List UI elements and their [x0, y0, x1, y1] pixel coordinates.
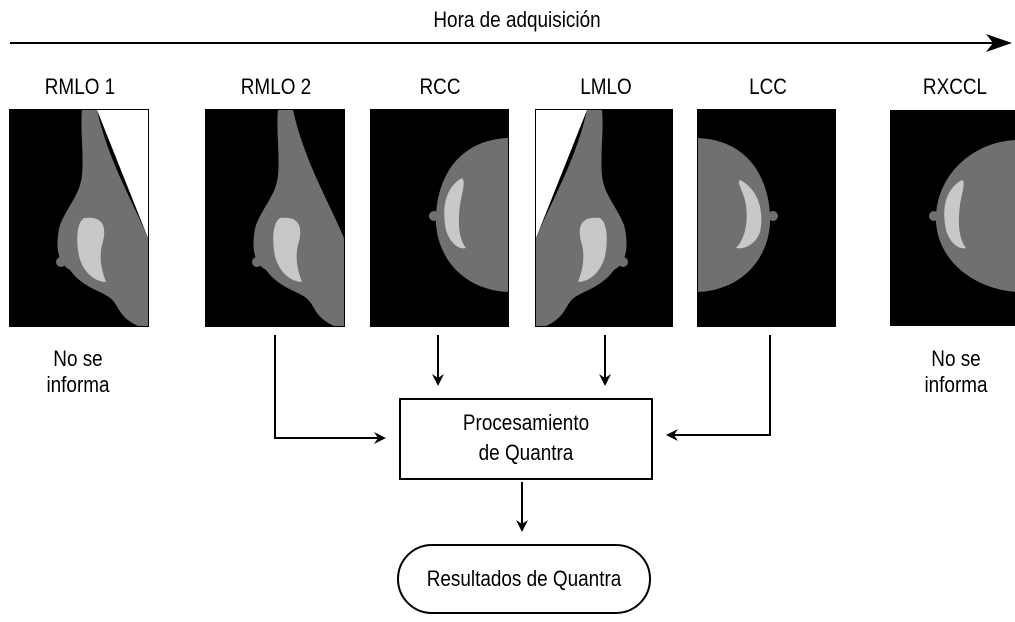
connector-rmlo2-to-process	[274, 335, 386, 444]
image-lmlo	[535, 109, 673, 327]
image-rmlo-1	[9, 109, 149, 327]
connector-lcc-to-process	[666, 335, 771, 441]
status-note-rmlo-1: No se informa	[28, 346, 128, 398]
process-label-line1: Procesamiento	[462, 410, 590, 435]
process-label-line2: de Quantra	[478, 440, 574, 465]
status-note-rmlo-1-line2: informa	[46, 372, 110, 397]
image-label-rcc: RCC	[419, 74, 461, 99]
status-note-rmlo-1-line1: No se	[53, 346, 103, 371]
result-label: Resultados de Quantra	[426, 566, 622, 591]
image-label-rmlo-2: RMLO 2	[240, 74, 312, 99]
image-lcc	[697, 109, 836, 327]
status-note-rxccl-line1: No se	[931, 346, 981, 371]
image-label-rxccl: RXCCL	[922, 74, 988, 99]
status-note-rxccl-line2: informa	[924, 372, 988, 397]
status-note-rxccl: No se informa	[906, 346, 1006, 398]
image-rxccl	[890, 110, 1015, 326]
image-label-lmlo: LMLO	[580, 74, 632, 99]
image-rcc	[370, 109, 509, 327]
image-rmlo-2	[205, 109, 345, 327]
result-box: Resultados de Quantra	[397, 544, 651, 614]
process-box: Procesamiento de Quantra	[399, 398, 653, 480]
image-label-rmlo-1: RMLO 1	[44, 74, 116, 99]
image-label-lcc: LCC	[749, 74, 787, 99]
timeline-label: Hora de adquisición	[433, 7, 601, 32]
